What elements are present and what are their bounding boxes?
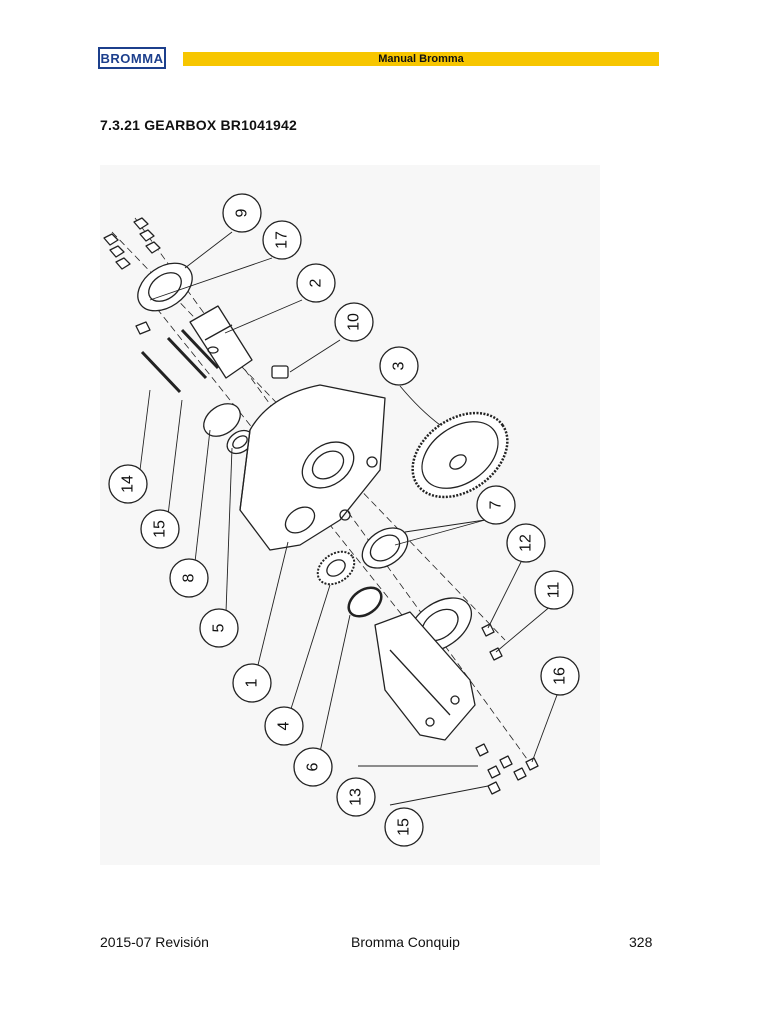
callout-1-label: 1 xyxy=(244,678,261,687)
footer-revision: 2015-07 Revisión xyxy=(100,934,209,950)
callout-13-label: 13 xyxy=(348,788,365,806)
callout-4-circle xyxy=(264,706,304,746)
callout-7-circle xyxy=(476,485,516,525)
callout-2-circle xyxy=(296,263,336,303)
long-bolts-part-14 xyxy=(135,321,220,394)
callout-4-label: 4 xyxy=(276,721,293,730)
callout-3-label: 3 xyxy=(391,361,408,370)
small-bolts-part-11-12 xyxy=(481,623,503,661)
callout-11-circle xyxy=(534,570,574,610)
callout-3-circle xyxy=(379,346,419,386)
main-housing-part-1 xyxy=(239,384,386,551)
seal-ring-part-6 xyxy=(347,586,383,618)
callout-15b-circle xyxy=(384,807,424,847)
cover-plate-part-2 xyxy=(189,305,253,379)
large-gear-part-3 xyxy=(411,411,509,499)
callout-12-circle xyxy=(506,523,546,563)
callout-8-label: 8 xyxy=(181,573,198,582)
leader-lines xyxy=(139,231,558,806)
plug-part-10 xyxy=(271,365,289,379)
disc-cover-part-8 xyxy=(203,403,241,437)
callout-9-label: 9 xyxy=(234,208,251,217)
callout-6-label: 6 xyxy=(305,762,322,771)
callout-13-circle xyxy=(336,777,376,817)
footer-company: Bromma Conquip xyxy=(351,934,460,950)
callout-6-circle xyxy=(293,747,333,787)
callout-10-label: 10 xyxy=(346,313,363,331)
callout-15a-circle xyxy=(140,509,180,549)
flange-ring-part-9 xyxy=(137,262,193,312)
callout-5-circle xyxy=(199,608,239,648)
callout-16-label: 16 xyxy=(552,667,569,685)
callout-8-circle xyxy=(169,558,209,598)
drive-unit xyxy=(374,611,476,741)
callout-14-circle xyxy=(108,464,148,504)
callout-2-label: 2 xyxy=(308,278,325,287)
callout-7-label: 7 xyxy=(488,500,505,509)
bromma-logo: BROMMA xyxy=(98,47,166,69)
callout-11-label: 11 xyxy=(546,582,563,599)
pinion-part-4 xyxy=(316,550,356,586)
nut-cluster-bottom xyxy=(475,743,539,795)
callout-15a-label: 15 xyxy=(152,520,169,538)
header-bar: Manual Bromma xyxy=(183,52,659,66)
bearing-part-5 xyxy=(226,429,254,455)
callout-16-circle xyxy=(540,656,580,696)
callout-circles xyxy=(108,193,580,847)
callout-9-circle xyxy=(222,193,262,233)
nut-stack-top xyxy=(103,217,161,270)
bearing-ring-part-7 xyxy=(361,527,409,569)
callout-14-label: 14 xyxy=(120,475,137,493)
callout-5-label: 5 xyxy=(211,623,228,632)
callout-17-circle xyxy=(262,220,302,260)
footer-page-number: 328 xyxy=(629,934,653,950)
callout-17-label: 17 xyxy=(274,231,291,249)
callout-10-circle xyxy=(334,302,374,342)
callout-12-label: 12 xyxy=(518,534,535,552)
header-title: Manual Bromma xyxy=(378,53,464,65)
callout-15b-label: 15 xyxy=(396,818,413,836)
callout-1-circle xyxy=(232,663,272,703)
section-title: 7.3.21 GEARBOX BR1041942 xyxy=(100,117,298,133)
